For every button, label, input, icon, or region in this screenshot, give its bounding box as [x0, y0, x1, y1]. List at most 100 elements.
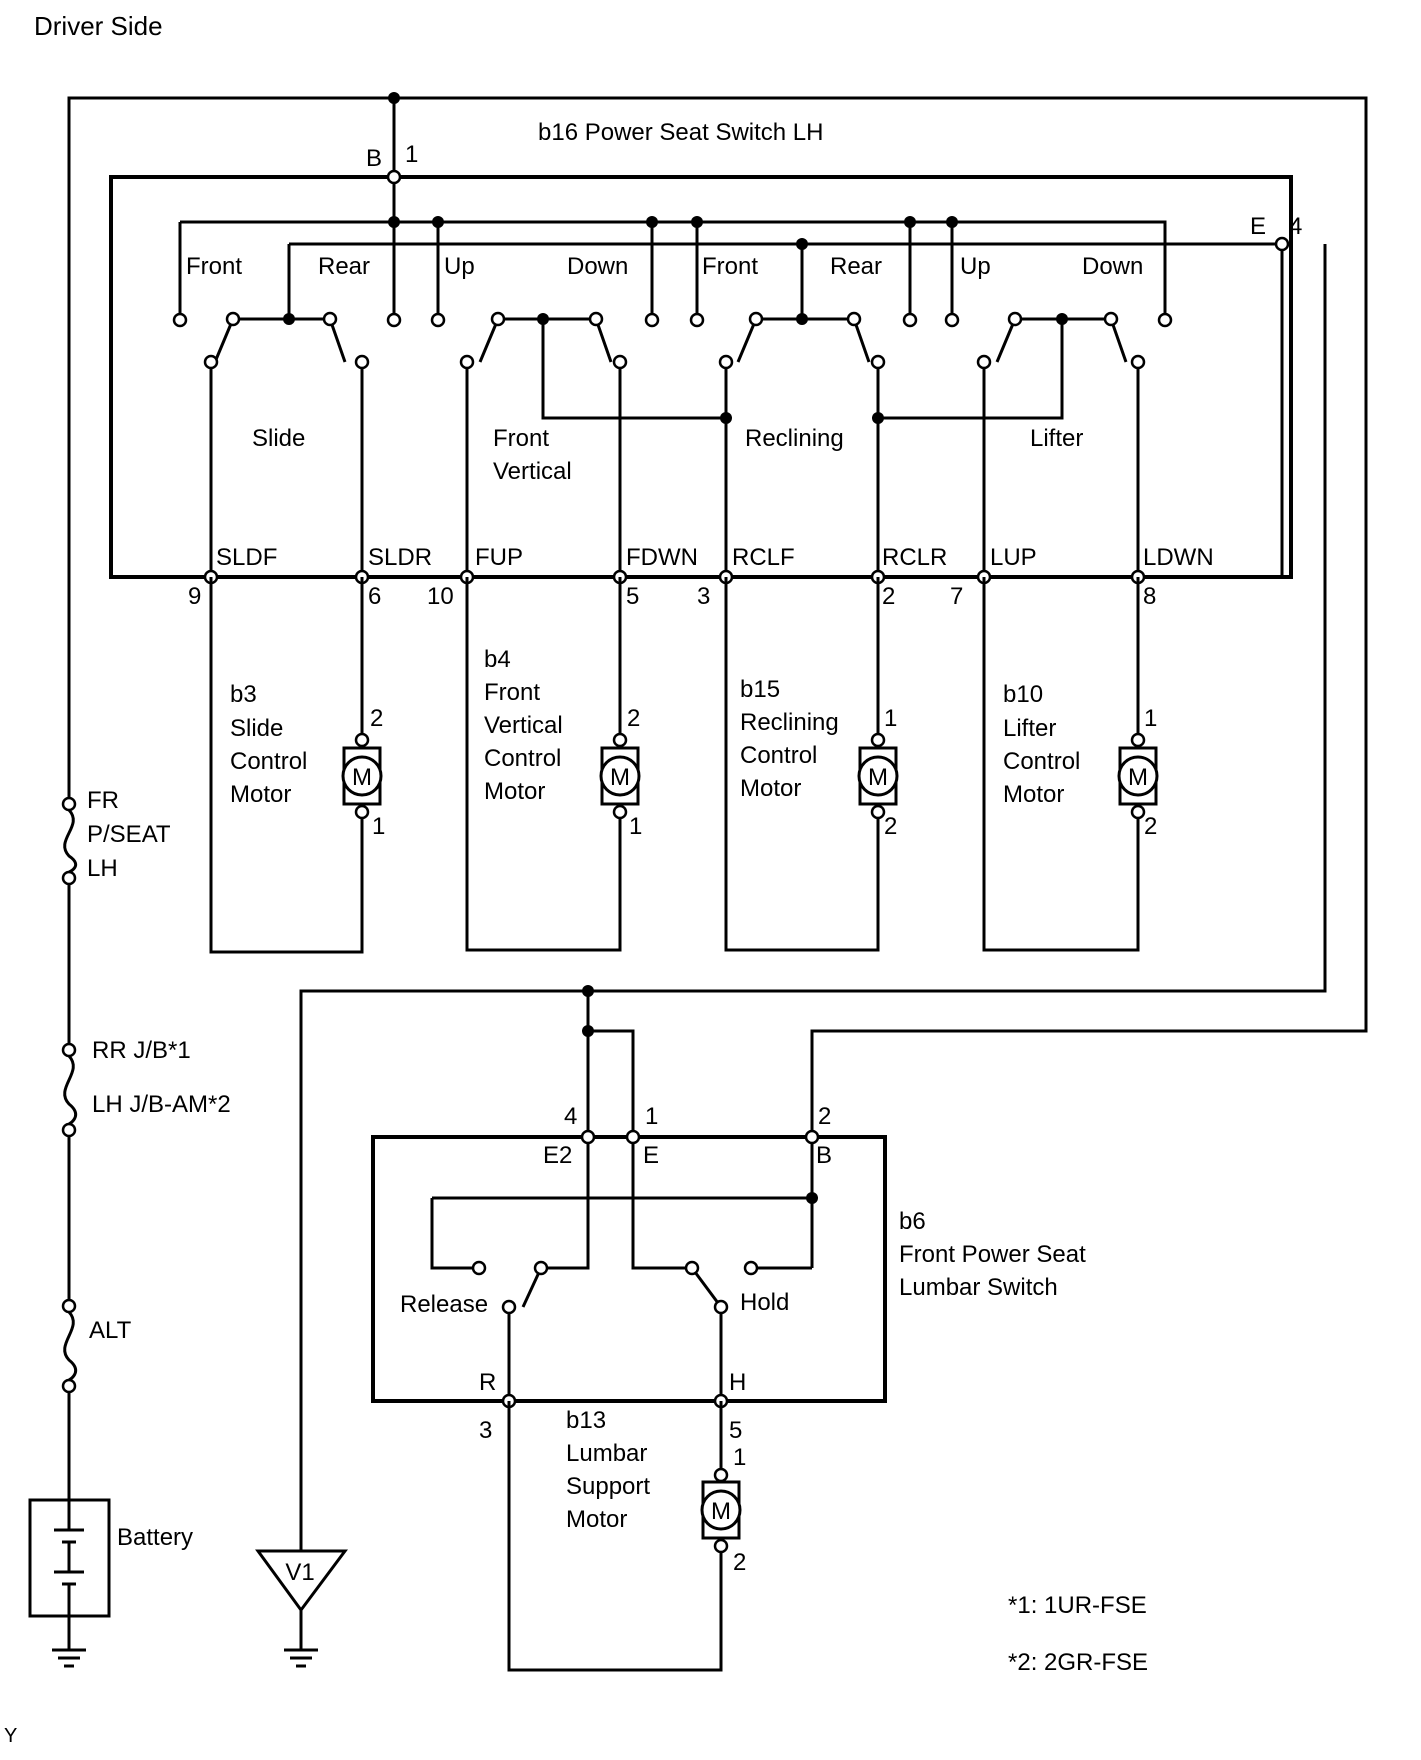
pin-fup: FUP — [475, 544, 523, 571]
fuse-fr-line-3: LH — [87, 855, 118, 882]
lumbar-motor-line-2: Lumbar — [566, 1440, 647, 1467]
pin-num-8: 8 — [1143, 583, 1156, 610]
fuse-fr-line-2: P/SEAT — [87, 821, 171, 848]
motor-b15-pin-top: 1 — [884, 705, 897, 732]
page-title: Driver Side — [34, 11, 163, 41]
lumbar-terminal-num-1: 1 — [645, 1103, 658, 1130]
lumbar-pin-num-3: 3 — [479, 1417, 492, 1444]
motor-b10-symbol: M — [1128, 764, 1148, 791]
motor-b15-symbol: M — [868, 764, 888, 791]
lumbar-motor-line-4: Motor — [566, 1506, 627, 1533]
contact-fv-down: Down — [567, 253, 628, 280]
motor-b15-line-1: b15 — [740, 676, 780, 703]
lumbar-switch-line-1: b6 — [899, 1208, 926, 1235]
contact-slide-rear: Rear — [318, 253, 370, 280]
lumbar-motor-symbol: M — [711, 1498, 731, 1525]
seat-motors: M 2 1 b3 Slide Control Motor M 2 1 b4 Fr… — [209, 577, 1159, 954]
motor-b4-line-3: Vertical — [484, 712, 563, 739]
motor-b10-line-2: Lifter — [1003, 715, 1056, 742]
lumbar-terminal-e2: E2 — [543, 1142, 572, 1169]
corner-mark: Y — [4, 1725, 17, 1747]
fuse-rr-jb: RR J/B*1 — [92, 1037, 191, 1064]
lumbar-pin-r: R — [479, 1369, 496, 1396]
pin-sldr: SLDR — [368, 544, 432, 571]
lumbar-motor-pin-top: 1 — [733, 1444, 746, 1471]
lumbar-terminal-num-4: 4 — [564, 1103, 577, 1130]
ground-v1: V1 — [255, 244, 1327, 1668]
pin-rclf: RCLF — [732, 544, 795, 571]
motor-b10-line-3: Control — [1003, 748, 1080, 775]
motor-b4-symbol: M — [610, 764, 630, 791]
switch-lh-name: b16 Power Seat Switch LH — [538, 119, 823, 146]
motor-b15-line-2: Reclining — [740, 709, 839, 736]
pin-sldf: SLDF — [216, 544, 277, 571]
lumbar-switch-line-3: Lumbar Switch — [899, 1274, 1058, 1301]
lumbar-release: Release — [400, 1291, 488, 1318]
function-front-vertical-2: Vertical — [493, 458, 572, 485]
pin-num-10: 10 — [427, 583, 454, 610]
ground-v1-label: V1 — [285, 1559, 314, 1586]
lumbar-pin-h: H — [729, 1369, 746, 1396]
motor-b10-line-4: Motor — [1003, 781, 1064, 808]
contact-lifter-up: Up — [960, 253, 991, 280]
motor-b10-line-1: b10 — [1003, 681, 1043, 708]
motor-b4-line-1: b4 — [484, 646, 511, 673]
motor-b3-line-1: b3 — [230, 681, 257, 708]
motor-b4-line-5: Motor — [484, 778, 545, 805]
switch-lh-terminal-e: E — [1250, 213, 1266, 240]
battery-label: Battery — [117, 1524, 193, 1551]
power-seat-switch-lh: b16 Power Seat Switch LH B 1 E 4 Front R… — [109, 92, 1302, 610]
lumbar-pin-num-5: 5 — [729, 1417, 742, 1444]
lumbar-terminal-b: B — [816, 1142, 832, 1169]
motor-b4-line-2: Front — [484, 679, 540, 706]
motor-b4-line-4: Control — [484, 745, 561, 772]
contact-lifter-down: Down — [1082, 253, 1143, 280]
function-slide: Slide — [252, 425, 305, 452]
motor-b10-pin-top: 1 — [1144, 705, 1157, 732]
motor-b10-pin-bottom: 2 — [1144, 813, 1157, 840]
pin-lup: LUP — [990, 544, 1037, 571]
lumbar-terminal-num-2: 2 — [818, 1103, 831, 1130]
motor-b3-pin-top: 2 — [370, 705, 383, 732]
motor-b3-line-2: Slide — [230, 715, 283, 742]
lumbar-hold: Hold — [740, 1289, 789, 1316]
lumbar-motor: M 1 2 b13 Lumbar Support Motor — [507, 1401, 746, 1672]
contact-recline-rear: Rear — [830, 253, 882, 280]
motor-b4-pin-bottom: 1 — [629, 813, 642, 840]
motor-b3-pin-bottom: 1 — [372, 813, 385, 840]
motor-b3-line-4: Motor — [230, 781, 291, 808]
motor-b3-symbol: M — [352, 764, 372, 791]
motor-b4-pin-top: 2 — [627, 705, 640, 732]
pin-rclr: RCLR — [882, 544, 947, 571]
fuse-fr-line-1: FR — [87, 787, 119, 814]
lumbar-motor-pin-bottom: 2 — [733, 1549, 746, 1576]
switch-lh-terminal-b: B — [366, 145, 382, 172]
lumbar-motor-line-1: b13 — [566, 1407, 606, 1434]
fuse-alt: ALT — [89, 1317, 132, 1344]
pin-num-5: 5 — [626, 583, 639, 610]
lumbar-switch: 4 E2 1 E 2 B Release Hold b6 Front Power… — [371, 1103, 1086, 1444]
switch-lh-terminal-4: 4 — [1289, 213, 1302, 240]
pin-num-6: 6 — [368, 583, 381, 610]
switch-lh-terminal-1: 1 — [405, 141, 418, 168]
power-supply: FR P/SEAT LH RR J/B*1 LH J/B-AM*2 ALT Ba… — [28, 96, 1368, 1668]
contact-recline-front: Front — [702, 253, 758, 280]
pin-num-7: 7 — [950, 583, 963, 610]
motor-b15-line-3: Control — [740, 742, 817, 769]
function-lifter: Lifter — [1030, 425, 1083, 452]
contact-fv-up: Up — [444, 253, 475, 280]
motor-b15-pin-bottom: 2 — [884, 813, 897, 840]
pin-num-9: 9 — [188, 583, 201, 610]
motor-b3-line-3: Control — [230, 748, 307, 775]
lumbar-terminal-e: E — [643, 1142, 659, 1169]
pin-fdwn: FDWN — [626, 544, 698, 571]
function-reclining: Reclining — [745, 425, 844, 452]
pin-num-3: 3 — [697, 583, 710, 610]
lumbar-motor-line-3: Support — [566, 1473, 650, 1500]
contact-slide-front: Front — [186, 253, 242, 280]
pin-ldwn: LDWN — [1143, 544, 1214, 571]
note-2: *2: 2GR-FSE — [1008, 1649, 1148, 1676]
pin-num-2: 2 — [882, 583, 895, 610]
function-front-vertical-1: Front — [493, 425, 549, 452]
